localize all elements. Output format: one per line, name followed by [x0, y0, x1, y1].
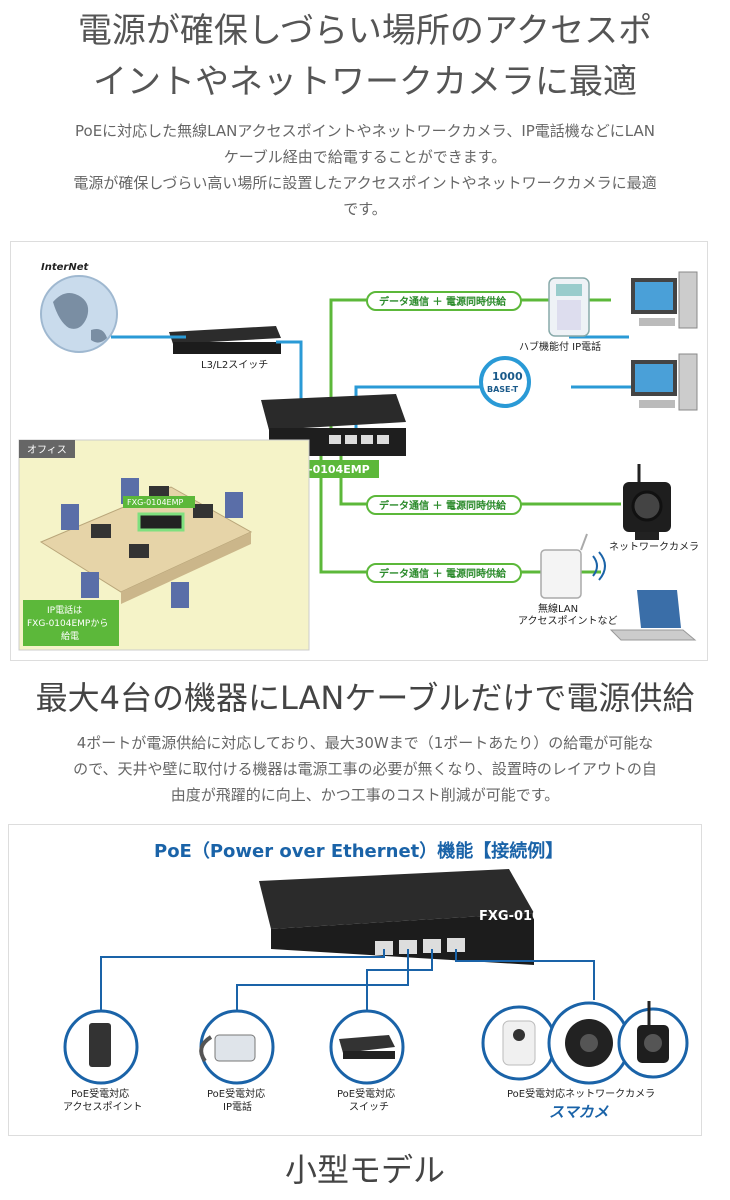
ap-label-line1: 無線LAN: [538, 602, 578, 615]
office-model-label: FXG-0104EMP: [127, 498, 183, 507]
section2-desc-line1: 4ポートが電源供給に対応しており、最大30Wまで（1ポートあたり）の給電が可能な: [76, 734, 654, 752]
1000base-t-badge: 1000 BASE-T: [479, 356, 531, 408]
svg-text:データ通信 ＋ 電源同時供給: データ通信 ＋ 電源同時供給: [379, 499, 507, 512]
device-label-switch-line2: スイッチ: [349, 1101, 389, 1113]
poe-switch-large-icon: [259, 869, 534, 965]
ap-label-line2: アクセスポイントなど: [518, 615, 618, 627]
device-label-phone-line1: PoE受電対応: [207, 1087, 265, 1100]
internet-label: InterNet: [41, 262, 89, 273]
section1-title-line1: 電源が確保しづらい場所のアクセスポ: [77, 11, 653, 51]
office-model-box: [123, 496, 195, 508]
section3-title: 小型モデル: [284, 1151, 445, 1189]
device-label-ap-line2: アクセスポイント: [63, 1101, 143, 1113]
section1-desc-line1: PoEに対応した無線LANアクセスポイントやネットワークカメラ、IP電話機などに…: [75, 122, 655, 140]
section2-title: 最大4台の機器にLANケーブルだけで電源供給: [35, 679, 695, 717]
internet-globe-icon: [40, 275, 118, 353]
poe-model-label: FXG-0104EMP: [479, 909, 582, 924]
network-diagram-svg: InterNet L3/L2スイッチ FXG-0104EMP: [11, 242, 707, 660]
svg-text:FXG-0104EMPから: FXG-0104EMPから: [27, 618, 108, 629]
l3-switch-label: L3/L2スイッチ: [201, 359, 268, 371]
sumakame-logo: スマカメ: [549, 1103, 610, 1121]
access-point-icon: [540, 533, 606, 599]
poe-connection-diagram: PoE（Power over Ethernet）機能【接続例】 FXG-0104…: [8, 824, 702, 1136]
network-diagram: InterNet L3/L2スイッチ FXG-0104EMP: [10, 241, 708, 661]
svg-text:データ通信 ＋ 電源同時供給: データ通信 ＋ 電源同時供給: [379, 567, 507, 580]
svg-text:1000: 1000: [492, 370, 523, 383]
network-camera-circles-icon: [481, 1001, 689, 1085]
office-note: IP電話は FXG-0104EMPから 給電: [23, 600, 119, 646]
svg-text:データ通信 ＋ 電源同時供給: データ通信 ＋ 電源同時供給: [379, 295, 507, 308]
l3-switch-icon: [169, 326, 281, 354]
poe-switch-icon: [261, 394, 406, 456]
data-power-pill-1: データ通信 ＋ 電源同時供給: [366, 291, 522, 311]
svg-text:IP電話は: IP電話は: [47, 604, 82, 616]
svg-text:給電: 給電: [61, 630, 79, 642]
device-label-switch-line1: PoE受電対応: [337, 1087, 395, 1100]
device-label-camera-line1: PoE受電対応ネットワークカメラ: [507, 1087, 655, 1100]
poe-diagram-title: PoE（Power over Ethernet）機能【接続例】: [154, 840, 563, 862]
section1-desc-line3: 電源が確保しづらい高い場所に設置したアクセスポイントやネットワークカメラに最適: [73, 174, 657, 192]
device-label-phone-line2: IP電話: [223, 1100, 252, 1113]
section2-desc-line3: 由度が飛躍的に向上、かつ工事のコスト削減が可能です。: [170, 786, 560, 804]
ip-phone-icon: [548, 277, 590, 337]
pc-icon-1: [631, 271, 698, 329]
access-point-circle-icon: [63, 1009, 139, 1085]
svg-text:BASE-T: BASE-T: [487, 385, 519, 394]
data-power-pill-2: データ通信 ＋ 電源同時供給: [366, 495, 522, 515]
pc-icon-2: [631, 353, 698, 411]
section2-desc-line2: ので、天井や壁に取付ける機器は電源工事の必要が無くなり、設置時のレイアウトの自: [73, 760, 657, 778]
section1-desc-line2: ケーブル経由で給電することができます。: [223, 148, 507, 166]
data-power-pill-3: データ通信 ＋ 電源同時供給: [366, 563, 522, 583]
section1-desc-line4: です。: [343, 200, 387, 218]
switch-circle-icon: [329, 1009, 405, 1085]
office-label: オフィス: [27, 444, 67, 456]
camera-label: ネットワークカメラ: [609, 541, 699, 553]
laptop-icon: [609, 590, 697, 641]
poe-diagram-svg: PoE（Power over Ethernet）機能【接続例】 FXG-0104…: [63, 840, 689, 1121]
ip-phone-circle-icon: [199, 1009, 275, 1085]
section1-title-line2: イントやネットワークカメラに最適: [93, 62, 637, 102]
network-camera-icon: [623, 464, 671, 540]
device-label-ap-line1: PoE受電対応: [71, 1087, 129, 1100]
ip-phone-label: ハブ機能付 IP電話: [519, 340, 601, 353]
